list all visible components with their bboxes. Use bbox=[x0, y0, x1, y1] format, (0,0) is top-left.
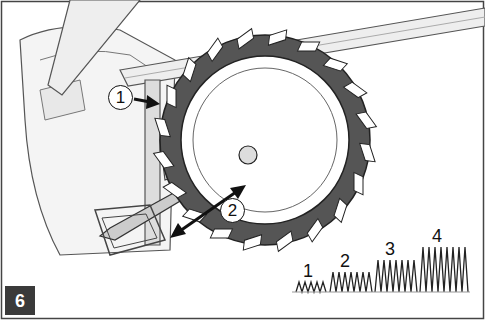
grass-height-number: 3 bbox=[384, 240, 396, 258]
callout-circle: 2 bbox=[220, 198, 245, 223]
grass-height-number: 4 bbox=[431, 227, 443, 245]
grass-height-number: 1 bbox=[302, 262, 314, 280]
lever-grip bbox=[102, 214, 157, 248]
tread-block bbox=[268, 30, 286, 45]
tread-block bbox=[323, 58, 347, 71]
arrow-head bbox=[170, 223, 186, 238]
tread-block bbox=[167, 85, 176, 107]
figure-number: 6 bbox=[5, 286, 35, 315]
lever-grip bbox=[95, 205, 165, 255]
figure-number-text: 6 bbox=[15, 292, 25, 310]
tread-block bbox=[334, 198, 347, 222]
tread-block bbox=[354, 173, 363, 195]
rim bbox=[181, 56, 349, 224]
tread-block bbox=[207, 38, 222, 61]
tread-block bbox=[210, 229, 232, 238]
tread-block bbox=[356, 112, 376, 128]
grass-tallest bbox=[420, 247, 468, 292]
rim-inner bbox=[193, 68, 337, 212]
tread-block bbox=[307, 219, 322, 242]
tread-block bbox=[154, 151, 174, 167]
arrow-head bbox=[146, 95, 160, 109]
tread-block bbox=[298, 42, 320, 51]
tread-block bbox=[155, 118, 170, 136]
arrow-head bbox=[230, 185, 246, 199]
tread-block bbox=[276, 231, 292, 251]
tread-block bbox=[183, 58, 196, 82]
mower-deck bbox=[20, 27, 175, 255]
callout-number: 1 bbox=[116, 89, 125, 106]
tyre bbox=[160, 35, 370, 245]
grass-tall bbox=[375, 260, 417, 292]
tread-block bbox=[360, 143, 375, 161]
grass-short bbox=[296, 282, 326, 292]
callout-number: 2 bbox=[228, 202, 237, 219]
grass-height-number: 2 bbox=[339, 252, 351, 270]
grass-medium bbox=[330, 272, 372, 292]
tread-block bbox=[243, 235, 261, 250]
wheel bbox=[154, 29, 377, 252]
ground-line bbox=[292, 292, 470, 293]
callout-circle: 1 bbox=[108, 85, 133, 110]
hub bbox=[239, 146, 257, 164]
tread-block bbox=[237, 29, 253, 49]
tread-block bbox=[163, 182, 186, 197]
tread-block bbox=[344, 82, 367, 97]
